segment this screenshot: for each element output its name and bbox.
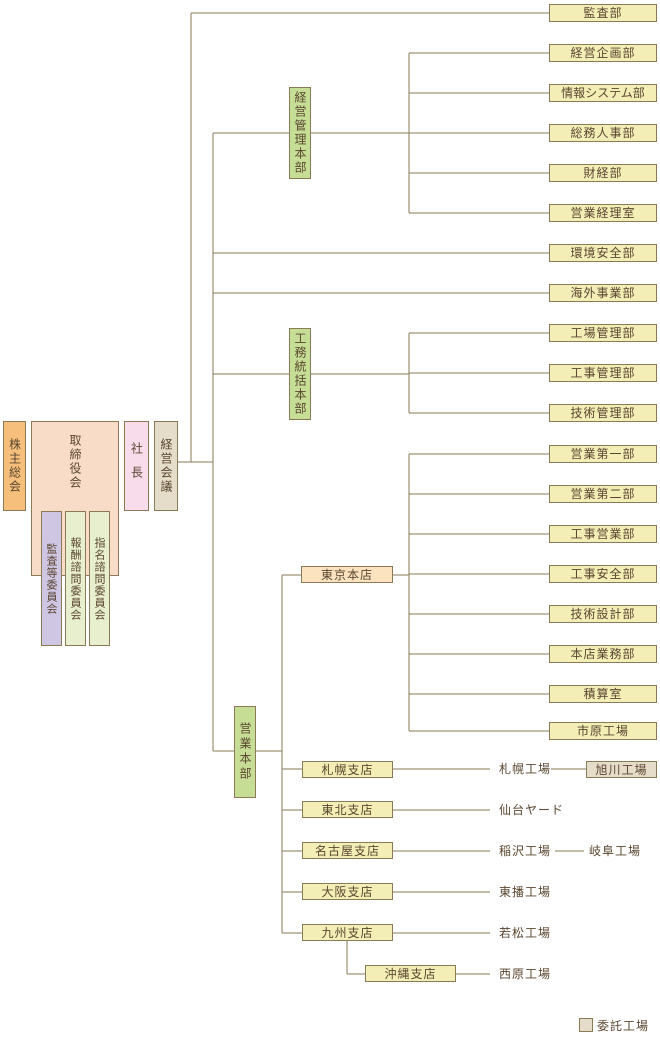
kyushu-branch-box: 九州支店 (302, 924, 393, 941)
nagoya-branch-box: 名古屋支店 (302, 842, 393, 859)
dept-box-tokyo-1: 営業第二部 (549, 485, 657, 503)
audit-dept-box: 監査部 (549, 4, 657, 22)
sapporo-branch-box: 札幌支店 (302, 761, 393, 778)
audit-committee-box: 監査等委員会 (41, 511, 62, 646)
overseas-box: 海外事業部 (549, 284, 657, 302)
tokyo-main-branch-box: 東京本店 (301, 566, 393, 583)
environment-safety-box: 環境安全部 (549, 244, 657, 262)
compensation-committee-box: 報酬諮問委員会 (65, 511, 86, 646)
dept-box-mgmt-0: 経営企画部 (549, 44, 657, 62)
dept-box-tokyo-2: 工事営業部 (549, 525, 657, 543)
dept-box-tokyo-4: 技術設計部 (549, 605, 657, 623)
dept-box-mgmt-3: 財経部 (549, 164, 657, 182)
president-box: 社長 (124, 421, 149, 511)
dept-box-eng-2: 技術管理部 (549, 404, 657, 422)
dept-box-mgmt-1: 情報システム部 (549, 84, 657, 102)
dept-box-tokyo-7: 市原工場 (549, 722, 657, 740)
legend-swatch (579, 1018, 593, 1032)
asahikawa-factory-box: 旭川工場 (586, 761, 657, 778)
tohoku-branch-box: 東北支店 (302, 801, 393, 818)
hq-sales-box: 営業本部 (234, 706, 256, 798)
osaka-branch-box: 大阪支店 (302, 883, 393, 900)
inazawa-factory-label: 稲沢工場 (499, 844, 552, 858)
shareholders-meeting-box: 株主総会 (3, 421, 26, 511)
okinawa-branch-box: 沖縄支店 (365, 965, 456, 982)
nomination-committee-box: 指名諮問委員会 (89, 511, 110, 646)
dept-box-mgmt-2: 総務人事部 (549, 124, 657, 142)
dept-box-eng-1: 工事管理部 (549, 364, 657, 382)
hq-engineering-box: 工務統括本部 (289, 328, 311, 420)
sendai-yard-label: 仙台ヤード (499, 803, 565, 817)
hq-management-box: 経営管理本部 (289, 87, 311, 179)
higashiharima-factory-label: 東播工場 (499, 885, 552, 899)
dept-box-eng-0: 工場管理部 (549, 324, 657, 342)
wakamatsu-factory-label: 若松工場 (499, 926, 552, 940)
dept-box-tokyo-5: 本店業務部 (549, 645, 657, 663)
dept-box-tokyo-6: 積算室 (549, 685, 657, 703)
dept-box-tokyo-3: 工事安全部 (549, 565, 657, 583)
dept-box-mgmt-4: 営業経理室 (549, 204, 657, 222)
sapporo-factory-label: 札幌工場 (499, 762, 552, 776)
board-label: 取締役会 (68, 434, 82, 490)
management-council-box: 経営会議 (154, 421, 178, 511)
gifu-factory-label: 岐阜工場 (589, 844, 642, 858)
legend: 委託工場 (579, 1017, 649, 1033)
nishihara-factory-label: 西原工場 (499, 967, 552, 981)
dept-box-tokyo-0: 営業第一部 (549, 445, 657, 463)
legend-label: 委託工場 (597, 1018, 650, 1033)
